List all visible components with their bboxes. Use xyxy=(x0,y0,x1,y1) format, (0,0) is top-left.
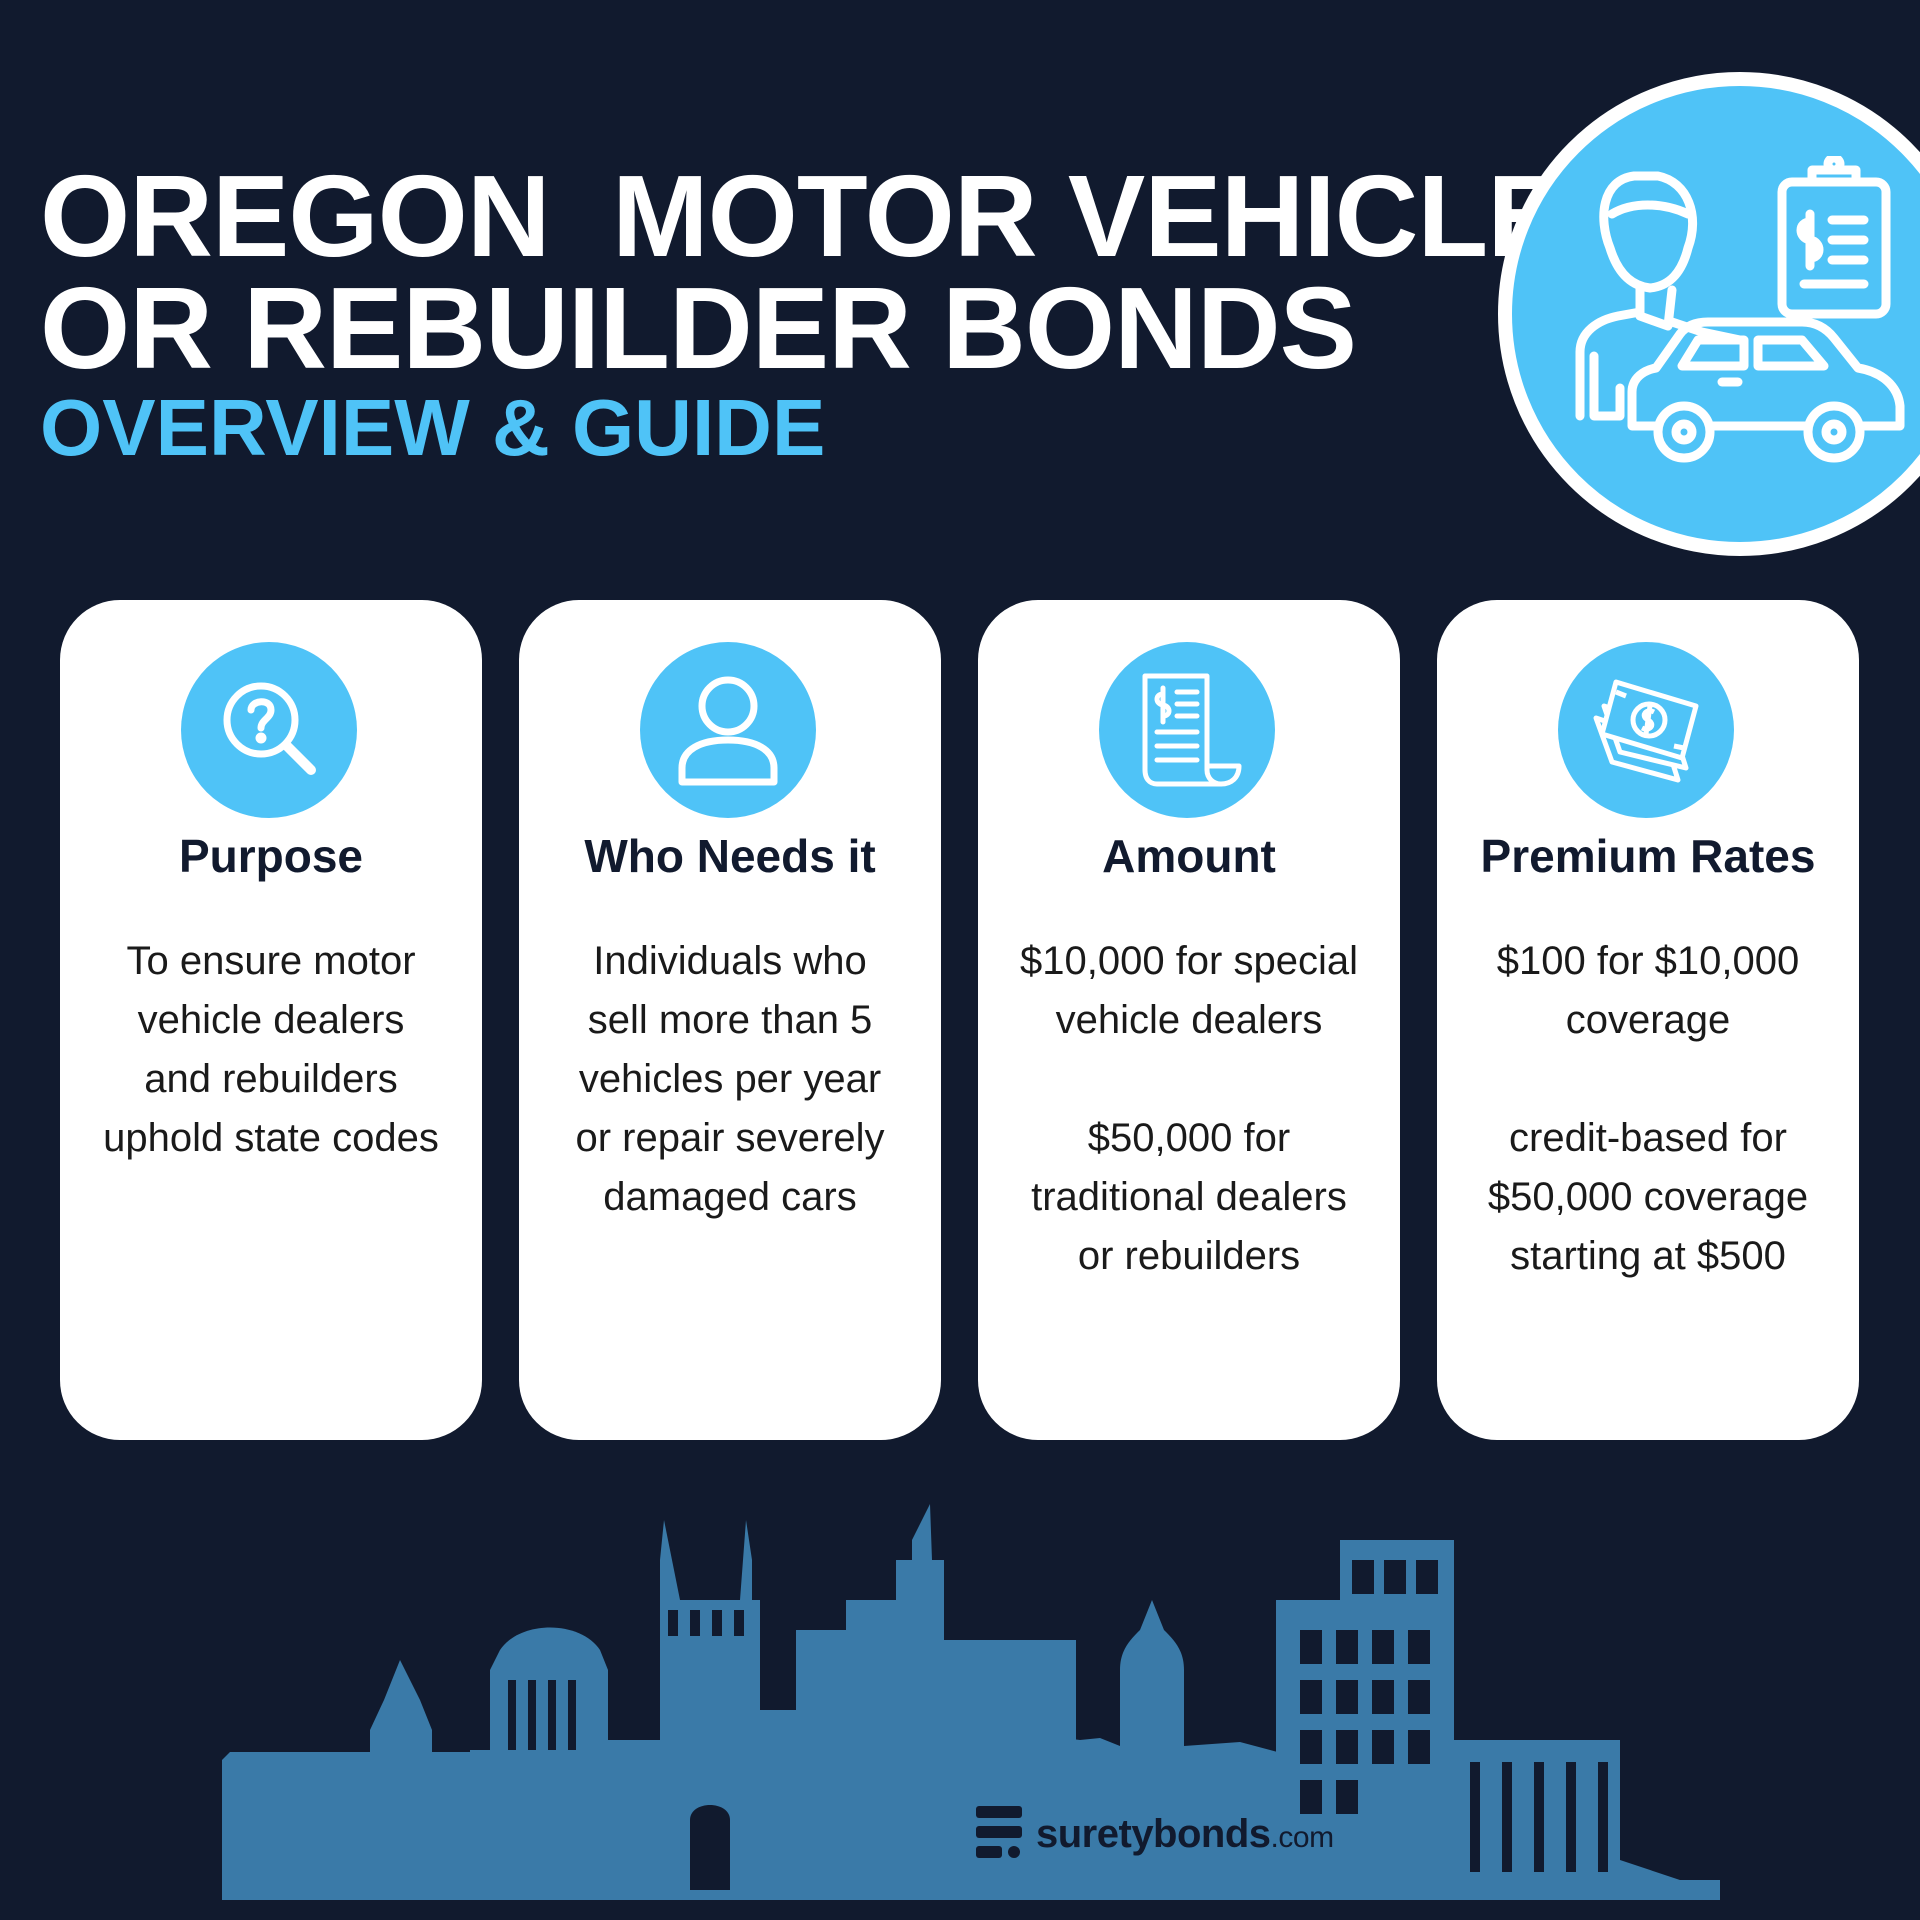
card-icon-badge xyxy=(181,642,357,818)
hero-badge xyxy=(1498,72,1920,556)
brand-logo: suretybonds.com xyxy=(976,1806,1334,1862)
card-text: $10,000 for special vehicle dealers $50,… xyxy=(1019,939,1358,1278)
card-heading: Purpose xyxy=(178,830,364,882)
city-skyline-illustration xyxy=(222,1504,1720,1900)
money-bills-icon xyxy=(1593,679,1699,783)
title-line-2: OR REBUILDER BONDS xyxy=(40,263,1357,393)
card-icon-badge xyxy=(1099,642,1275,818)
page-subtitle: OVERVIEW & GUIDE xyxy=(40,383,826,472)
magnifier-question-icon xyxy=(223,682,316,775)
card-text: $100 for $10,000 coverage credit-based f… xyxy=(1487,939,1809,1278)
brand-name: suretybonds.com xyxy=(1036,1811,1335,1856)
card-text: Individuals who sell more than 5 vehicle… xyxy=(575,939,885,1219)
card-purpose: Purpose To ensure motor vehicle dealers … xyxy=(60,600,482,1440)
card-premium-rates: Premium Rates $100 for $10,000 coverage … xyxy=(1437,600,1859,1440)
brand-tld: .com xyxy=(1270,1820,1335,1854)
card-who-needs-it: Who Needs it Individuals who sell more t… xyxy=(519,600,941,1440)
page-title: OREGON MOTOR VEHICLE OR REBUILDER BONDS xyxy=(40,151,1565,393)
title-line-1: OREGON MOTOR VEHICLE xyxy=(40,151,1565,281)
card-icon-badge xyxy=(1558,642,1734,818)
person-icon xyxy=(678,676,778,786)
card-heading: Amount xyxy=(1102,830,1276,882)
receipt-dollar-icon xyxy=(1142,673,1242,787)
card-heading: Premium Rates xyxy=(1480,830,1816,882)
dealer-car-icon xyxy=(1575,156,1905,463)
info-cards: Purpose To ensure motor vehicle dealers … xyxy=(60,600,1860,1440)
card-icon-badge xyxy=(640,642,816,818)
card-heading: Who Needs it xyxy=(584,830,876,882)
card-amount: Amount $10,000 for special vehicle deale… xyxy=(978,600,1400,1440)
suretybonds-logo-icon xyxy=(976,1806,1022,1858)
card-text: To ensure motor vehicle dealers and rebu… xyxy=(103,939,439,1160)
